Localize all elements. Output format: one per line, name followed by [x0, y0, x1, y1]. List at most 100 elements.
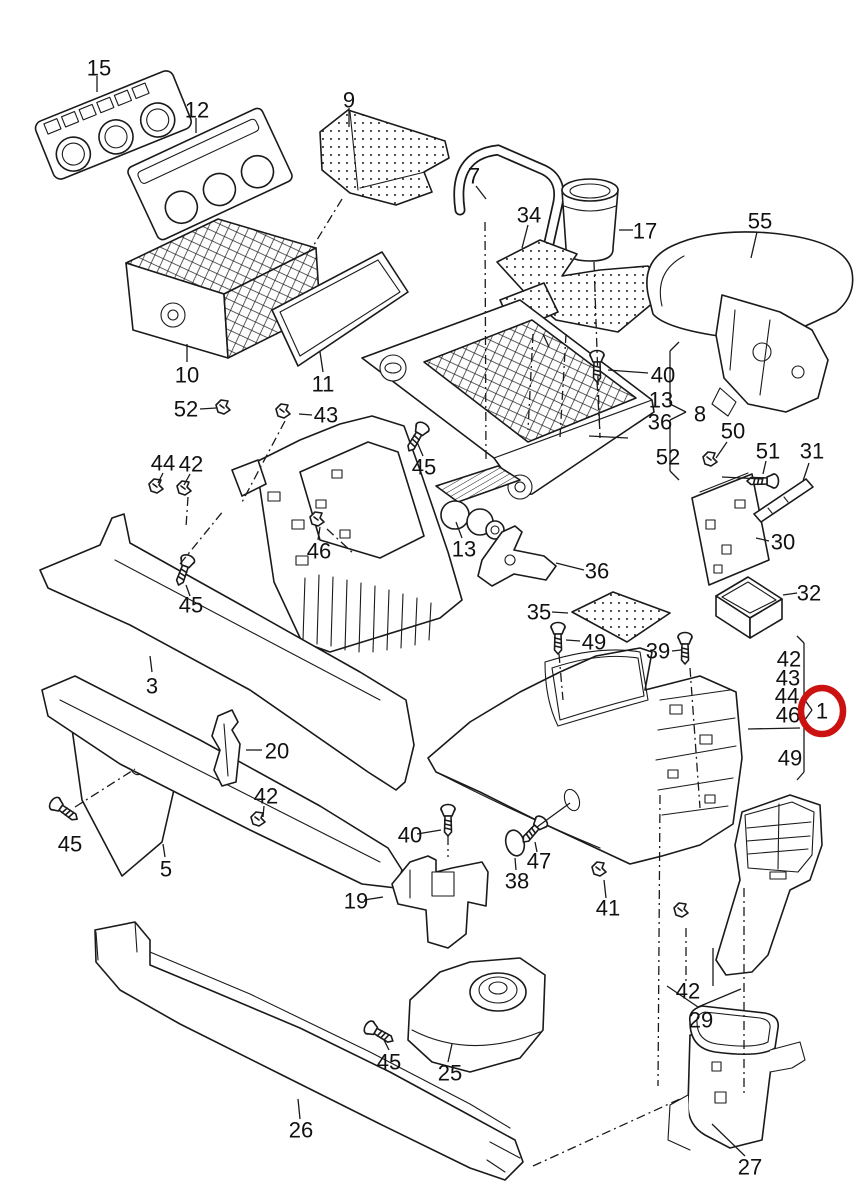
callout-36-13[interactable]: 36 [648, 410, 672, 435]
leader-line-48 [669, 403, 687, 413]
callout-30-25[interactable]: 30 [771, 530, 795, 555]
callout-36-24[interactable]: 36 [585, 559, 609, 584]
callout-49-28[interactable]: 49 [582, 630, 606, 655]
clip-44 [148, 478, 164, 494]
callout-40-36[interactable]: 40 [398, 823, 422, 848]
clip-50 [702, 451, 718, 467]
callout-32-26[interactable]: 32 [797, 581, 821, 606]
leader-line-12 [157, 472, 164, 484]
clip-46 [309, 511, 325, 527]
leader-line-21 [588, 435, 629, 439]
callout-5-35[interactable]: 5 [160, 857, 172, 882]
leader-line-61 [484, 221, 487, 461]
leader-line-17 [551, 611, 569, 614]
leader-line-59 [697, 988, 742, 1008]
callout-41-40[interactable]: 41 [596, 896, 620, 921]
callout-7-3[interactable]: 7 [468, 164, 480, 189]
part-cupholder-insert-13 [435, 465, 521, 540]
callout-55-6[interactable]: 55 [748, 209, 772, 234]
screw-49 [550, 621, 566, 655]
callout-42-41[interactable]: 42 [777, 647, 801, 672]
leader-line-22 [715, 441, 728, 459]
callout-19-37[interactable]: 19 [344, 889, 368, 914]
callout-44-43[interactable]: 44 [775, 684, 799, 709]
callout-13-12[interactable]: 13 [649, 388, 673, 413]
callout-25-50[interactable]: 25 [438, 1061, 462, 1086]
leader-line-13 [183, 473, 191, 486]
callout-20-32[interactable]: 20 [265, 739, 289, 764]
callout-45-30[interactable]: 45 [179, 593, 203, 618]
callout-31-18[interactable]: 31 [800, 439, 824, 464]
part-inner-frame [231, 415, 463, 653]
screw-40-bottom [440, 803, 456, 837]
leader-line-8 [319, 351, 324, 373]
leader-line-44 [721, 476, 763, 480]
callout-50-16[interactable]: 50 [721, 419, 745, 444]
callout-8-14[interactable]: 8 [694, 402, 706, 427]
callout-39-29[interactable]: 39 [646, 639, 670, 664]
callout-1-45[interactable]: 1 [816, 699, 828, 724]
callout-3-31[interactable]: 3 [146, 674, 158, 699]
callout-17-5[interactable]: 17 [633, 219, 657, 244]
callout-11-8[interactable]: 11 [312, 372, 335, 397]
callout-42-20[interactable]: 42 [179, 452, 203, 477]
callout-15-0[interactable]: 15 [87, 56, 111, 81]
callout-42-33[interactable]: 42 [254, 784, 278, 809]
screw-39 [677, 631, 693, 665]
part-trim-plate-12 [127, 107, 293, 241]
callout-46-22[interactable]: 46 [307, 539, 331, 564]
leader-line-34 [514, 857, 517, 871]
leader-line-43 [542, 333, 550, 348]
part-tray-32 [715, 576, 783, 639]
leader-line-16 [555, 562, 585, 571]
callout-35-27[interactable]: 35 [527, 600, 551, 625]
leader-line-49 [669, 411, 687, 421]
part-strip-31 [753, 478, 814, 523]
callout-44-19[interactable]: 44 [151, 451, 175, 476]
leader-line-3 [475, 185, 487, 200]
callout-38-38[interactable]: 38 [505, 869, 529, 894]
part-rubber-mat-9 [319, 109, 450, 206]
callout-45-49[interactable]: 45 [377, 1050, 401, 1075]
callout-13-23[interactable]: 13 [452, 537, 476, 562]
part-shifter-trim-25 [407, 957, 546, 1073]
leader-line-41 [297, 1098, 301, 1120]
part-cover-38 [504, 829, 526, 857]
callout-46-44[interactable]: 46 [776, 703, 800, 728]
leader-line-75 [74, 768, 136, 808]
callout-47-39[interactable]: 47 [527, 849, 551, 874]
leader-line-42 [711, 1123, 746, 1157]
leader-line-46 [669, 341, 680, 352]
part-storage-box-10 [125, 218, 321, 359]
clip-42-mid [176, 480, 192, 496]
callout-42-47[interactable]: 42 [676, 979, 700, 1004]
callout-27-52[interactable]: 27 [738, 1155, 762, 1180]
callout-45-34[interactable]: 45 [58, 832, 82, 857]
callout-9-2[interactable]: 9 [343, 88, 355, 113]
leader-line-60 [311, 198, 343, 249]
callout-43-42[interactable]: 43 [776, 666, 800, 691]
callout-49-46[interactable]: 49 [778, 746, 802, 771]
callout-40-11[interactable]: 40 [651, 363, 675, 388]
callout-34-4[interactable]: 34 [517, 203, 541, 228]
leader-line-27 [149, 655, 153, 673]
callout-52-15[interactable]: 52 [656, 445, 680, 470]
part-bracket-20 [211, 709, 241, 787]
callout-26-51[interactable]: 26 [289, 1118, 313, 1143]
leader-line-71 [240, 420, 286, 505]
callout-52-9[interactable]: 52 [174, 397, 198, 422]
callout-12-1[interactable]: 12 [185, 98, 209, 123]
leader-line-29 [262, 805, 265, 818]
part-side-plate-30 [691, 472, 770, 586]
leader-line-67 [558, 653, 564, 701]
leader-line-18 [565, 639, 581, 642]
callout-43-10[interactable]: 43 [314, 403, 338, 428]
callout-51-17[interactable]: 51 [756, 439, 780, 464]
callout-29-48[interactable]: 29 [689, 1008, 713, 1033]
leader-line-4 [521, 224, 529, 249]
leader-lines [74, 76, 813, 1167]
callout-10-7[interactable]: 10 [175, 363, 199, 388]
leader-line-73 [185, 496, 189, 528]
callout-45-21[interactable]: 45 [412, 455, 436, 480]
clip-41 [591, 861, 607, 877]
